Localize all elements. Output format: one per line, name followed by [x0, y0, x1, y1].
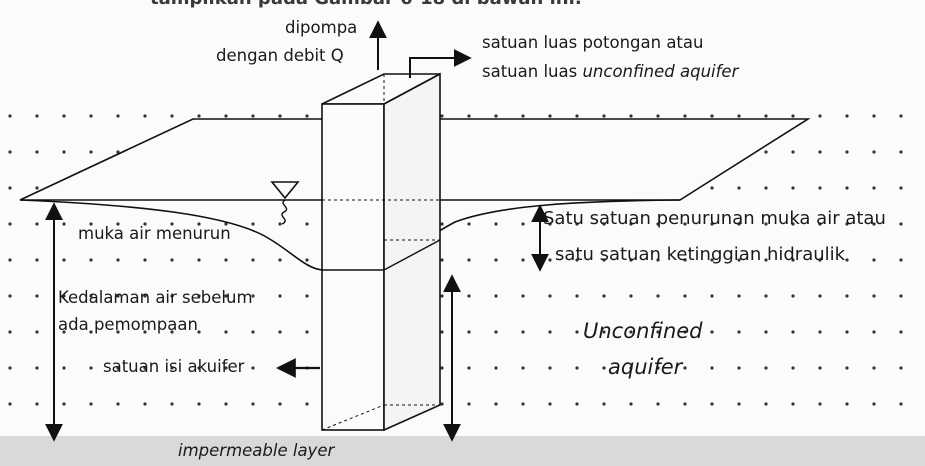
unconfined-aquifer-label-1: Unconfined	[583, 319, 703, 343]
drawdown-unit-label-2: satu satuan ketinggian hidraulik	[555, 244, 845, 265]
drawdown-surface-label: muka air menurun	[78, 224, 231, 243]
well-side-face	[384, 74, 440, 430]
aquifer-volume-label: satuan isi akuifer	[103, 357, 244, 376]
unconfined-aquifer-label-2: aquifer	[608, 355, 682, 379]
drawdown-unit-label-1: Satu satuan penurunan muka air atau	[543, 208, 886, 229]
impermeable-layer-band	[0, 436, 925, 466]
area-label-1: satuan luas potongan atau	[482, 33, 703, 52]
pumped-label-1: dipompa	[285, 18, 357, 37]
well-front-face	[322, 104, 384, 430]
depth-label-2: ada pemompaan	[58, 315, 198, 334]
area-label-2: satuan luas unconfined aquifer	[482, 62, 738, 81]
caption-top: tampilkan pada Gambar 6-18 di bawah ini:	[150, 0, 582, 9]
impermeable-layer-label: impermeable layer	[178, 441, 334, 460]
pumped-label-2: dengan debit Q	[216, 46, 344, 65]
depth-label-1: Kedalaman air sebelum	[58, 288, 253, 307]
